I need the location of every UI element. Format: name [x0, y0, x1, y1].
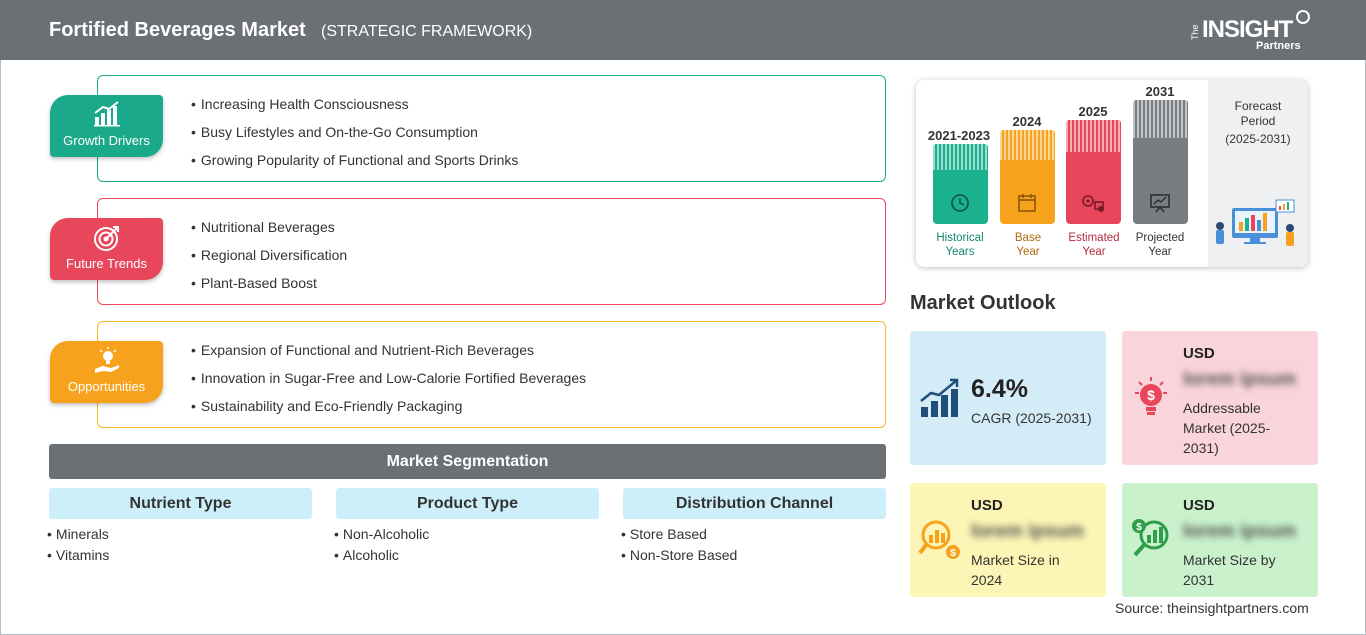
- list-item: Busy Lifestyles and On-the-Go Consumptio…: [191, 122, 518, 150]
- cagr-value: 6.4%: [971, 375, 1028, 403]
- svg-text:$: $: [1136, 522, 1142, 533]
- opportunities-box: Expansion of Functional and Nutrient-Ric…: [97, 321, 886, 428]
- list-item: Regional Diversification: [191, 245, 347, 273]
- presentation-board-icon: [1150, 194, 1170, 213]
- market-segmentation-header: Market Segmentation: [49, 444, 886, 479]
- market-size-2024-currency: USD: [971, 497, 1003, 514]
- estimate-gears-icon: [1082, 195, 1104, 212]
- list-item: Store Based: [621, 526, 737, 547]
- svg-text:$: $: [1147, 387, 1155, 403]
- addressable-label: Addressable Market (2025-2031): [1183, 400, 1271, 456]
- market-outlook-title: Market Outlook: [910, 292, 1056, 314]
- list-item: Vitamins: [47, 547, 109, 568]
- future-trends-label: Future Trends: [66, 256, 147, 271]
- growth-drivers-box: Increasing Health Consciousness Busy Lif…: [97, 75, 886, 182]
- market-size-2024-card: $ USD lorem ipsum Market Size in 2024: [910, 483, 1106, 597]
- list-item: Minerals: [47, 526, 109, 547]
- lightbulb-hand-icon: [95, 347, 119, 373]
- list-item: Nutritional Beverages: [191, 217, 347, 245]
- segment-heading-nutrient-type: Nutrient Type: [49, 488, 312, 519]
- cagr-card: 6.4% CAGR (2025-2031): [910, 331, 1106, 465]
- timeline-bar-base: [1000, 130, 1055, 224]
- analytics-people-illustration-icon: [1216, 199, 1295, 246]
- market-size-2024-label: Market Size in 2024: [971, 552, 1060, 588]
- source-credit[interactable]: Source: theinsightpartners.com: [1115, 600, 1309, 616]
- target-icon: [94, 226, 119, 251]
- forecast-period-range: (2025-2031): [1225, 132, 1291, 146]
- history-clock-icon: [951, 194, 969, 212]
- cagr-label: CAGR (2025-2031): [971, 410, 1092, 426]
- future-trends-badge: Future Trends: [50, 218, 163, 280]
- segment-heading-product-type: Product Type: [336, 488, 599, 519]
- header-bar: Fortified Beverages Market (STRATEGIC FR…: [0, 0, 1366, 60]
- logo-ring-icon: [1296, 10, 1310, 24]
- timeline-year-historical: 2021-2023: [927, 128, 991, 143]
- calendar-icon: [1018, 194, 1036, 212]
- list-item: Non-Store Based: [621, 547, 737, 568]
- svg-text:$: $: [950, 548, 956, 559]
- future-trends-box: Nutritional Beverages Regional Diversifi…: [97, 198, 886, 305]
- list-item: Alcoholic: [334, 547, 429, 568]
- timeline-year-projected: 2031: [1145, 84, 1175, 99]
- market-size-2031-value: lorem ipsum: [1183, 521, 1296, 542]
- market-size-2031-label: Market Size by 2031: [1183, 552, 1276, 588]
- timeline-year-base: 2024: [1012, 114, 1042, 129]
- opportunities-list: Expansion of Functional and Nutrient-Ric…: [191, 340, 586, 424]
- magnifier-growth-icon: $: [1132, 519, 1169, 557]
- list-item: Plant-Based Boost: [191, 273, 347, 301]
- segment-list-product-type: Non-Alcoholic Alcoholic: [334, 526, 429, 568]
- segment-list-distribution-channel: Store Based Non-Store Based: [621, 526, 737, 568]
- growth-drivers-list: Increasing Health Consciousness Busy Lif…: [191, 94, 518, 178]
- segment-list-nutrient-type: Minerals Vitamins: [47, 526, 109, 568]
- addressable-currency: USD: [1183, 345, 1215, 362]
- opportunities-badge: Opportunities: [50, 341, 163, 403]
- list-item: Expansion of Functional and Nutrient-Ric…: [191, 340, 586, 368]
- future-trends-list: Nutritional Beverages Regional Diversifi…: [191, 217, 347, 301]
- list-item: Sustainability and Eco-Friendly Packagin…: [191, 396, 586, 424]
- logo-insight: INSIGHT: [1202, 16, 1293, 43]
- logo-the: The: [1190, 24, 1200, 40]
- market-size-2031-currency: USD: [1183, 497, 1215, 514]
- insight-partners-logo[interactable]: The INSIGHT Partners: [1190, 10, 1320, 54]
- segment-heading-distribution-channel: Distribution Channel: [623, 488, 886, 519]
- list-item: Non-Alcoholic: [334, 526, 429, 547]
- logo-partners: Partners: [1256, 40, 1301, 52]
- growth-drivers-badge: Growth Drivers: [50, 95, 163, 157]
- timeline-bar-historical: [933, 144, 988, 224]
- forecast-period-title: Forecast Period: [1234, 99, 1282, 128]
- addressable-market-card: $ USD lorem ipsum Addressable Market (20…: [1122, 331, 1318, 465]
- dollar-lightbulb-icon: $: [1135, 377, 1167, 415]
- timeline-year-estimated: 2025: [1078, 104, 1108, 119]
- timeline-bar-projected: [1133, 100, 1188, 224]
- growth-drivers-label: Growth Drivers: [63, 133, 150, 148]
- magnifier-chart-icon: $: [918, 520, 960, 559]
- addressable-value: lorem ipsum: [1183, 369, 1296, 390]
- page-title: Fortified Beverages Market: [49, 19, 306, 41]
- timeline-bar-estimated: [1066, 120, 1121, 224]
- market-size-2024-value: lorem ipsum: [971, 521, 1084, 542]
- list-item: Growing Popularity of Functional and Spo…: [191, 150, 518, 178]
- growth-bars-arrow-icon: [920, 378, 959, 417]
- growth-chart-icon: [94, 101, 120, 127]
- list-item: Increasing Health Consciousness: [191, 94, 518, 122]
- list-item: Innovation in Sugar-Free and Low-Calorie…: [191, 368, 586, 396]
- page-subtitle: (STRATEGIC FRAMEWORK): [321, 23, 533, 40]
- opportunities-label: Opportunities: [67, 379, 146, 394]
- market-size-2031-card: $ USD lorem ipsum Market Size by 2031: [1122, 483, 1318, 597]
